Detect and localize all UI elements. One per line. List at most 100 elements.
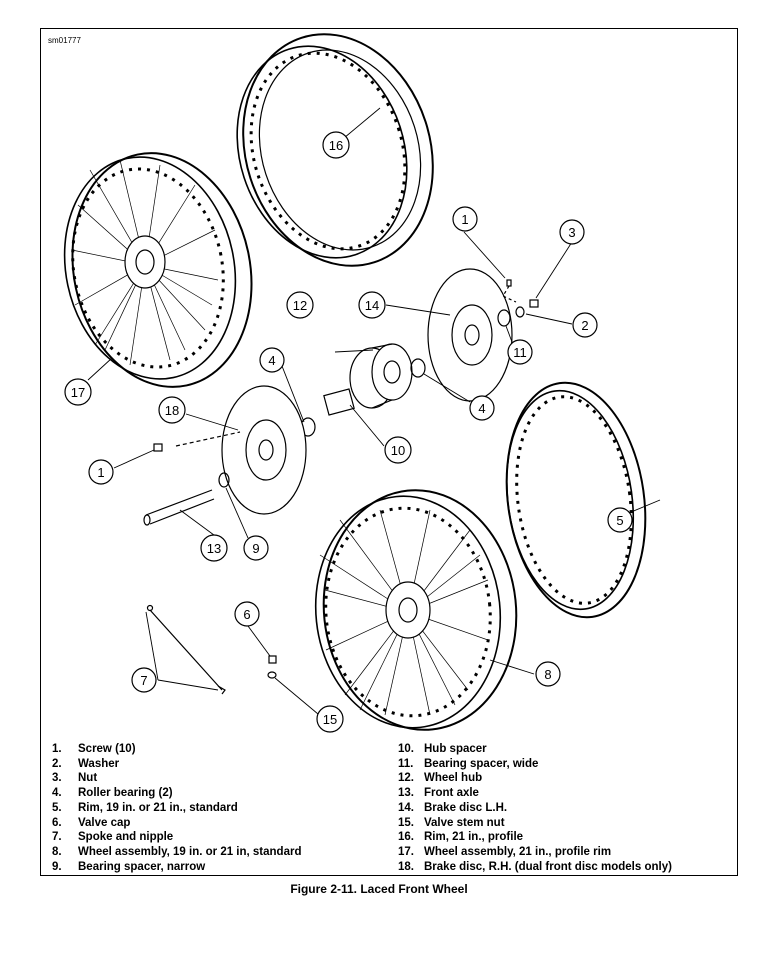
callout-11: 11 [507,339,533,365]
exploded-wheel-diagram: 16 1 3 14 12 2 11 4 17 4 18 10 1 5 13 9 … [63,33,661,733]
callout-5: 5 [607,507,633,533]
svg-text:4: 4 [268,353,275,368]
svg-text:15: 15 [323,712,337,727]
callout-17: 17 [64,378,92,406]
legend-item: 11. Bearing spacer, wide [398,757,672,772]
legend-number: 18. [398,860,414,873]
callout-10: 10 [384,436,412,464]
legend-item: 3. Nut [52,771,301,786]
legend-number: 1. [52,743,62,755]
legend-number: 14. [398,801,414,814]
legend-item: 14. Brake disc L.H. [398,801,672,816]
svg-text:18: 18 [165,403,179,418]
svg-text:17: 17 [71,385,85,400]
legend-item: 10. Hub spacer [398,742,672,757]
legend-label: Spoke and nipple [78,831,174,844]
legend-label: Washer [78,757,120,770]
callout-2: 2 [572,312,598,338]
figure-id: sm01777 [48,36,81,45]
callout-15: 15 [316,705,344,733]
wheel-hub-part [349,343,413,409]
legend-number: 2. [52,757,62,770]
legend-item: 15. Valve stem nut [398,816,672,831]
wheel-assembly-profile-part [63,152,253,388]
legend-label: Nut [78,772,98,785]
legend-number: 11. [398,757,414,770]
figure-caption: Figure 2-11. Laced Front Wheel [290,882,468,896]
svg-text:9: 9 [252,541,259,556]
callout-3: 3 [559,219,585,245]
svg-text:12: 12 [293,298,307,313]
legend-item: 2. Washer [52,757,301,772]
axle-part [143,472,230,526]
legend-label: Hub spacer [424,743,487,755]
legend-number: 3. [52,772,62,785]
legend-number: 9. [52,860,62,873]
legend-number: 17. [398,845,414,858]
hub-spacer-part [300,388,355,437]
legend-number: 5. [52,801,62,814]
legend-label: Brake disc, R.H. (dual front disc models… [424,860,672,873]
legend-label: Front axle [424,787,479,800]
valve-parts [267,655,277,679]
legend-item: 13. Front axle [398,786,672,801]
svg-text:7: 7 [140,673,147,688]
callout-18: 18 [158,396,186,424]
svg-text:4: 4 [478,401,485,416]
svg-text:11: 11 [513,345,527,360]
legend-label: Wheel assembly, 19 in. or 21 in, standar… [78,845,302,858]
legend-number: 6. [52,816,62,829]
callout-12: 12 [286,291,314,319]
legend-item: 7. Spoke and nipple [52,830,301,845]
right-side-hardware-part [410,279,539,378]
spoke-part [146,604,226,695]
callout-4-top: 4 [259,347,285,373]
svg-text:14: 14 [365,298,379,313]
legend-label: Roller bearing (2) [78,787,173,800]
legend-label: Rim, 19 in. or 21 in., standard [78,801,238,814]
svg-text:3: 3 [568,225,575,240]
brake-disc-rh-part [153,385,307,515]
legend-label: Screw (10) [78,743,136,755]
legend-label: Brake disc L.H. [424,801,508,814]
legend-item: 16. Rim, 21 in., profile [398,830,672,845]
legend-number: 15. [398,816,414,829]
legend-label: Wheel assembly, 21 in., profile rim [424,845,612,858]
legend-item: 9.Bearing spacer, narrow [52,860,301,875]
legend-label: Bearing spacer, wide [424,757,539,770]
legend-item: 8. Wheel assembly, 19 in. or 21 in, stand… [52,845,301,860]
svg-text:16: 16 [329,138,343,153]
legend-label: Valve stem nut [424,816,505,829]
legend-number: 13. [398,787,414,800]
svg-text:1: 1 [461,212,468,227]
callout-4-right: 4 [469,395,495,421]
legend-item: 4.Roller bearing (2) [52,786,301,801]
callout-13: 13 [200,534,228,562]
callout-9: 9 [243,535,269,561]
legend-label: Wheel hub [424,772,483,785]
legend-label: Valve cap [78,816,131,829]
legend-number: 16. [398,831,414,844]
legend-number: 10. [398,743,414,755]
legend-item: 1. Screw (10) [52,742,301,757]
svg-text:13: 13 [207,541,221,556]
callout-16: 16 [322,131,350,159]
legend-item: 5. Rim, 19 in. or 21 in., standard [52,801,301,816]
legend-label: Rim, 21 in., profile [424,831,524,844]
callouts: 16 1 3 14 12 2 11 4 17 4 18 10 1 5 13 9 … [64,131,633,733]
legend-number: 8. [52,845,62,858]
brake-disc-lh-part [427,268,513,402]
callout-7: 7 [131,667,157,693]
callout-1-top: 1 [452,206,478,232]
callout-8: 8 [535,661,561,687]
rim-standard-part [505,381,647,619]
legend-number: 7. [52,831,62,844]
svg-text:6: 6 [243,607,250,622]
figure-frame [40,28,738,876]
svg-text:2: 2 [581,318,588,333]
svg-text:1: 1 [97,465,104,480]
wheel-assembly-standard-part [314,489,518,731]
svg-text:10: 10 [391,443,405,458]
